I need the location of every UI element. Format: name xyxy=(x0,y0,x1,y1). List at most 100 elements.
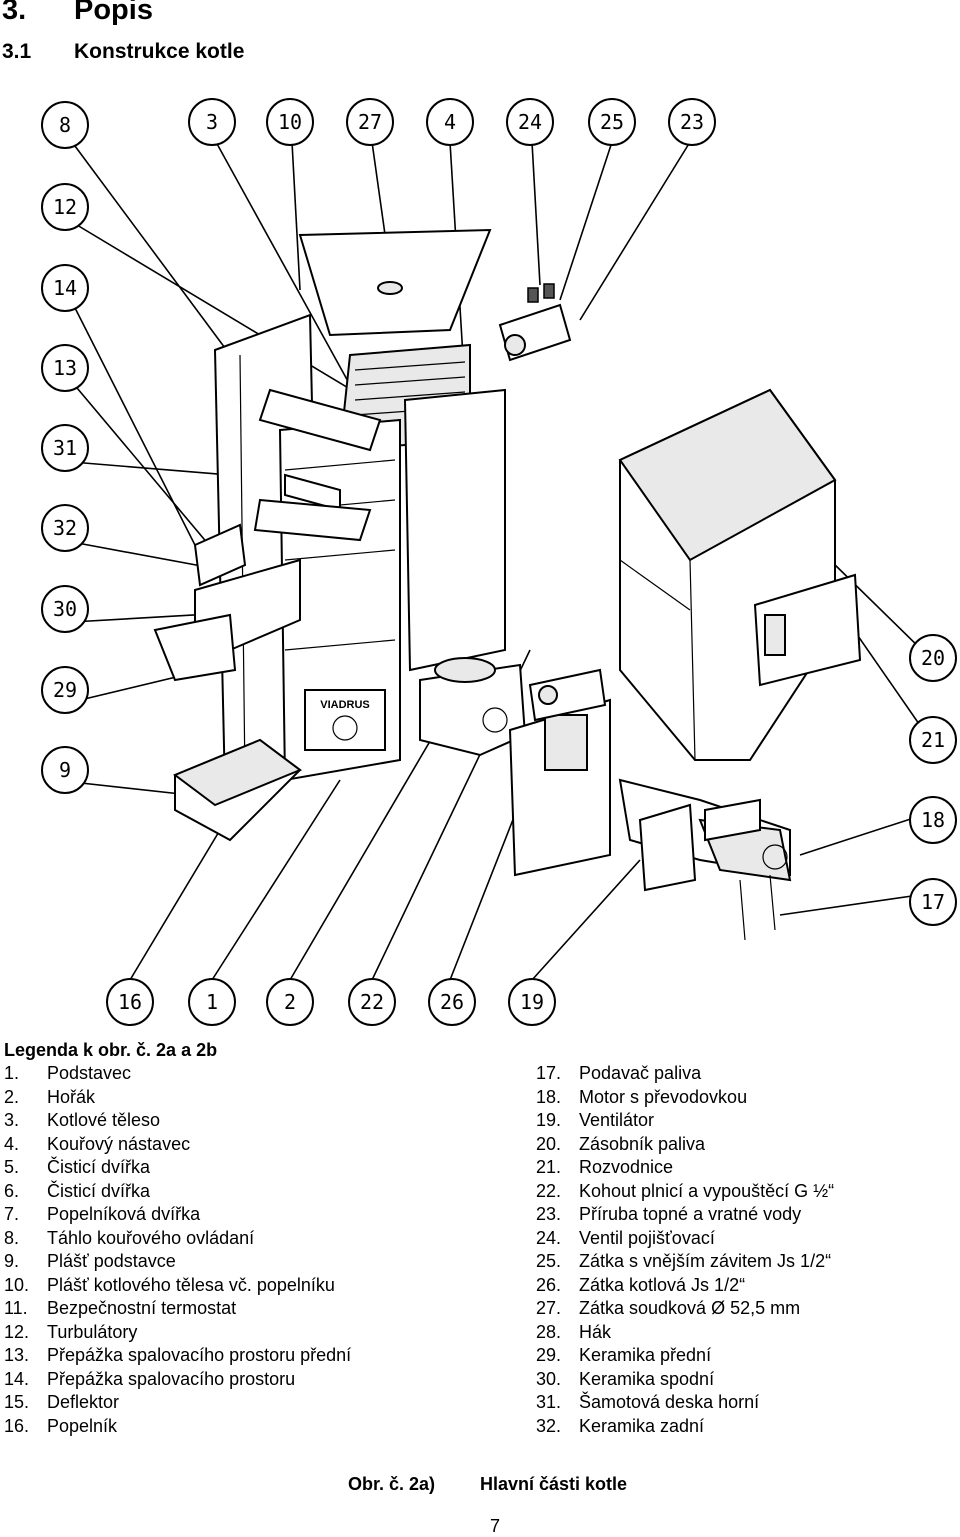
legend-item: 23.Příruba topné a vratné vody xyxy=(536,1204,802,1224)
callouts-top: 8 3 10 27 4 24 25 23 xyxy=(41,98,716,149)
legend-item: 18.Motor s převodovkou xyxy=(536,1086,748,1107)
svg-text:32: 32 xyxy=(53,516,77,540)
svg-text:20: 20 xyxy=(921,646,945,670)
section-heading: 3. Popis xyxy=(2,0,153,27)
callout-20: 20 xyxy=(909,634,957,682)
callout-32: 32 xyxy=(41,504,89,552)
svg-text:2: 2 xyxy=(284,990,296,1014)
callout-14: 14 xyxy=(41,264,89,312)
callout-29: 29 xyxy=(41,666,89,714)
svg-text:4: 4 xyxy=(444,110,456,134)
legend-item: 21.Rozvodnice xyxy=(536,1157,674,1177)
legend-item: 2.Hořák xyxy=(4,1086,96,1107)
legend-item: 26.Zátka kotlová Js 1/2“ xyxy=(536,1274,746,1295)
burner xyxy=(419,657,611,877)
boiler-exploded-diagram: VIADRUS xyxy=(41,98,957,1026)
svg-text:26: 26 xyxy=(440,990,464,1014)
svg-text:16: 16 xyxy=(118,990,142,1014)
ceramic-pieces xyxy=(153,523,301,682)
svg-text:27: 27 xyxy=(358,110,382,134)
svg-text:13: 13 xyxy=(53,356,77,380)
legend-list-left: 1.Podstavec 2.Hořák 3.Kotlové těleso 4.K… xyxy=(4,1062,351,1438)
figure-label: Obr. č. 2a) xyxy=(348,1474,436,1494)
legend-item: 8.Táhlo kouřového ovládaní xyxy=(4,1227,255,1248)
legend-item: 4.Kouřový nástavec xyxy=(4,1133,191,1154)
boiler-body: VIADRUS xyxy=(213,228,506,792)
legend-item: 27.Zátka soudková Ø 52,5 mm xyxy=(536,1298,801,1318)
legend-item: 12.Turbulátory xyxy=(4,1321,138,1342)
subsection-title: Konstrukce kotle xyxy=(74,40,245,63)
flange-assembly xyxy=(498,283,607,722)
callout-21: 21 xyxy=(909,716,957,764)
callout-27: 27 xyxy=(346,98,394,146)
page-number: 7 xyxy=(490,1516,501,1536)
legend-item: 16.Popelník xyxy=(4,1415,118,1436)
legend-item: 11.Bezpečnostní termostat xyxy=(4,1298,237,1318)
legend-title: Legenda k obr. č. 2a a 2b xyxy=(4,1040,218,1060)
legend-item: 7.Popelníková dvířka xyxy=(4,1204,201,1224)
legend-list-right: 17.Podavač paliva 18.Motor s převodovkou… xyxy=(536,1062,834,1438)
svg-text:24: 24 xyxy=(518,110,542,134)
legend-item: 25.Zátka s vnějším závitem Js 1/2“ xyxy=(536,1251,832,1271)
svg-text:12: 12 xyxy=(53,195,77,219)
legend-item: 31.Šamotová deska horní xyxy=(536,1392,760,1412)
callout-12: 12 xyxy=(41,183,89,231)
legend-item: 1.Podstavec xyxy=(4,1063,132,1083)
callout-25: 25 xyxy=(588,98,636,146)
legend-item: 32.Keramika zadní xyxy=(536,1415,705,1436)
svg-text:3: 3 xyxy=(206,110,218,134)
legend-item: 30.Keramika spodní xyxy=(536,1368,715,1389)
legend-item: 6.Čisticí dvířka xyxy=(4,1180,151,1201)
subsection-number: 3.1 xyxy=(2,40,32,63)
svg-text:30: 30 xyxy=(53,597,77,621)
svg-text:18: 18 xyxy=(921,808,945,832)
legend-item: 15.Deflektor xyxy=(4,1392,120,1412)
svg-text:10: 10 xyxy=(278,110,302,134)
callout-22: 22 xyxy=(348,978,396,1026)
legend-item: 28.Hák xyxy=(536,1321,612,1342)
callout-19: 19 xyxy=(508,978,556,1026)
svg-text:17: 17 xyxy=(921,890,945,914)
section-number: 3. xyxy=(2,0,27,26)
ash-pan xyxy=(172,738,303,842)
svg-text:14: 14 xyxy=(53,276,77,300)
callouts-bottom: 16 1 2 22 26 19 xyxy=(106,978,556,1026)
figure-title: Hlavní části kotle xyxy=(480,1474,628,1494)
legend-item: 17.Podavač paliva xyxy=(536,1063,702,1083)
callout-23: 23 xyxy=(668,98,716,146)
callouts-right: 20 21 18 17 xyxy=(909,634,957,926)
svg-text:25: 25 xyxy=(600,110,624,134)
callout-3: 3 xyxy=(188,98,236,146)
svg-text:9: 9 xyxy=(59,758,71,782)
section-title: Popis xyxy=(74,0,153,26)
fuel-feeder xyxy=(618,778,792,941)
svg-text:23: 23 xyxy=(680,110,704,134)
svg-text:22: 22 xyxy=(360,990,384,1014)
legend-item: 13.Přepážka spalovacího prostoru přední xyxy=(4,1345,352,1365)
callout-24: 24 xyxy=(506,98,554,146)
svg-text:19: 19 xyxy=(520,990,544,1014)
legend-item: 24.Ventil pojišťovací xyxy=(536,1227,715,1248)
callout-31: 31 xyxy=(41,424,89,472)
callout-26: 26 xyxy=(428,978,476,1026)
legend-item: 20.Zásobník paliva xyxy=(536,1133,706,1154)
callout-2: 2 xyxy=(266,978,314,1026)
legend-item: 19.Ventilátor xyxy=(536,1110,655,1130)
svg-text:29: 29 xyxy=(53,678,77,702)
svg-text:21: 21 xyxy=(921,728,945,752)
callout-18: 18 xyxy=(909,796,957,844)
legend-item: 22.Kohout plnicí a vypouštěcí G ½“ xyxy=(536,1180,835,1201)
callouts-left: 12 14 13 31 32 30 29 9 xyxy=(41,183,89,794)
callout-8: 8 xyxy=(41,101,89,149)
brand-plate: VIADRUS xyxy=(320,699,370,711)
svg-text:1: 1 xyxy=(206,990,218,1014)
callout-30: 30 xyxy=(41,585,89,633)
svg-text:31: 31 xyxy=(53,436,77,460)
callout-9: 9 xyxy=(41,746,89,794)
callout-10: 10 xyxy=(266,98,314,146)
legend-item: 9.Plášť podstavce xyxy=(4,1251,176,1271)
legend-item: 29.Keramika přední xyxy=(536,1345,712,1365)
callout-17: 17 xyxy=(909,878,957,926)
callout-4: 4 xyxy=(426,98,474,146)
callout-16: 16 xyxy=(106,978,154,1026)
